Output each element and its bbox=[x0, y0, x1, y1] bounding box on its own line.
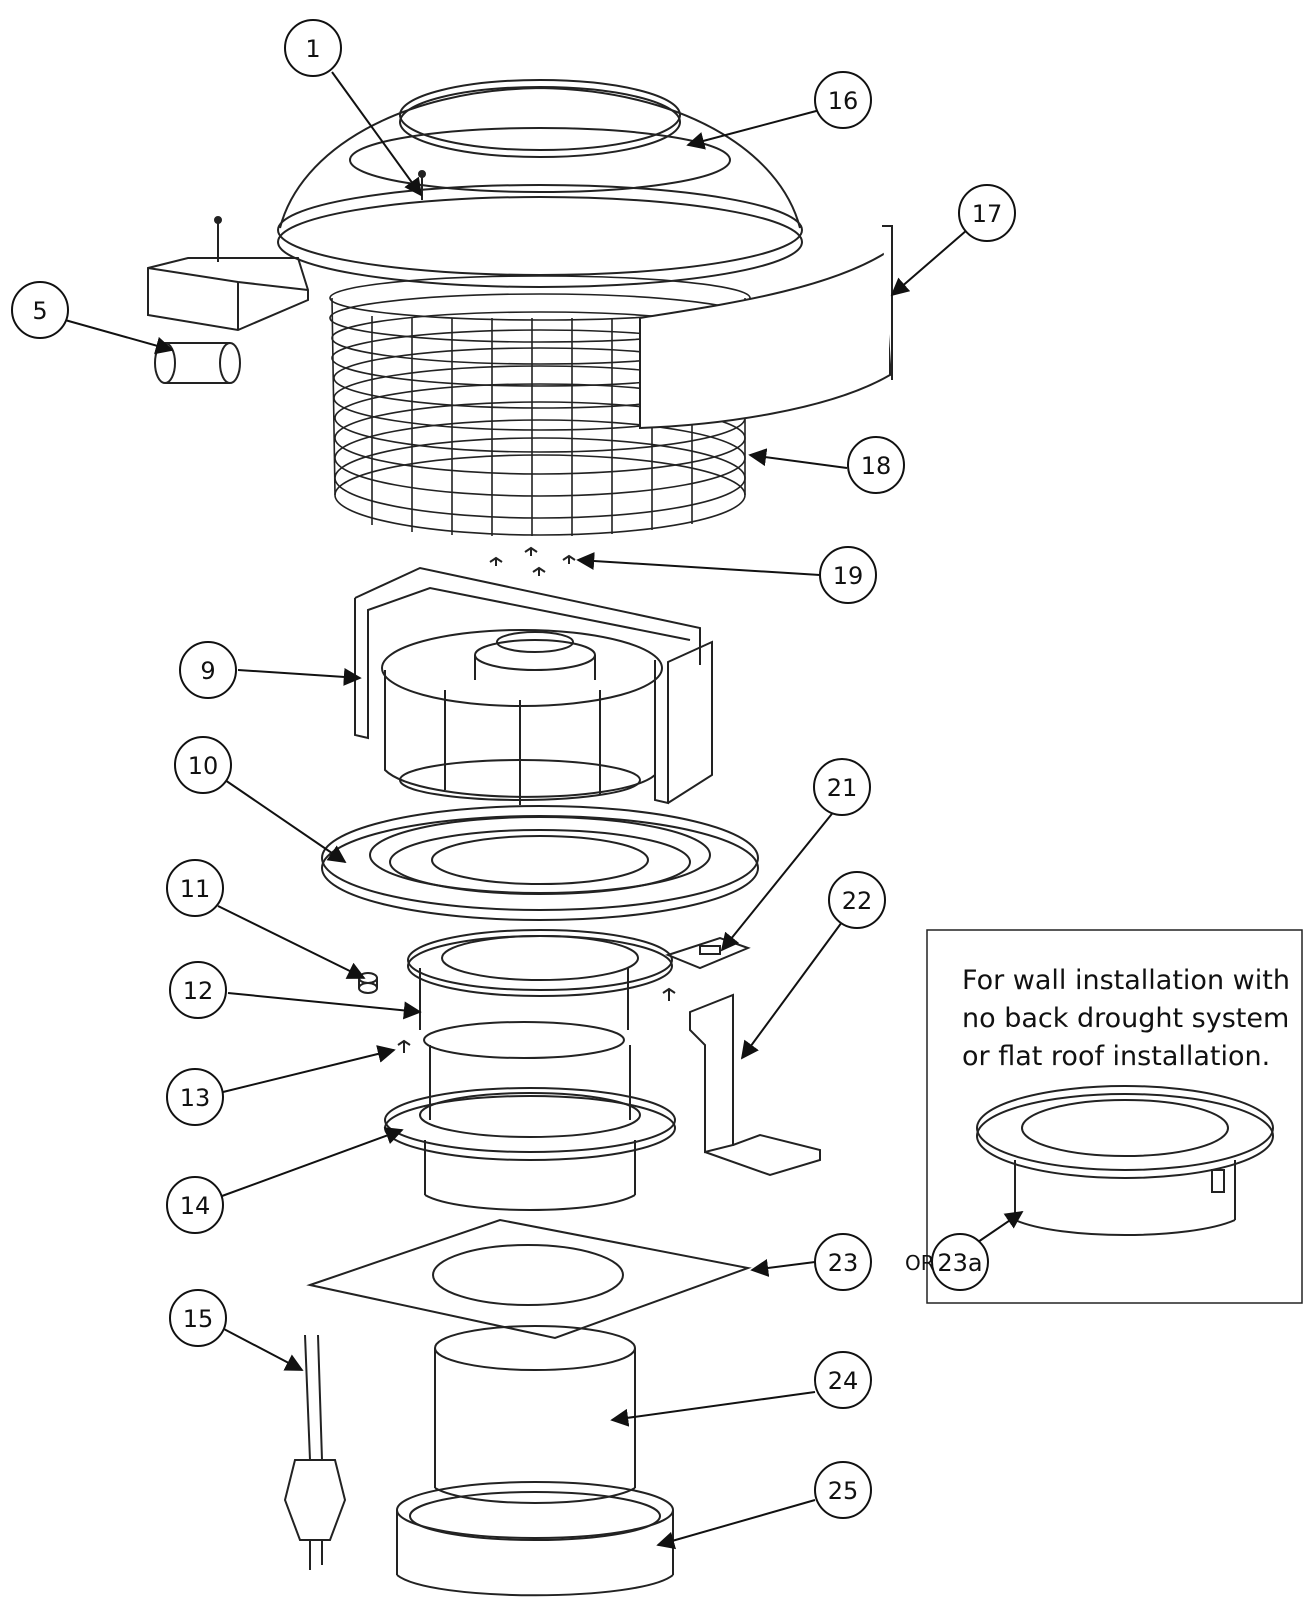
leader-12 bbox=[227, 992, 422, 1020]
leader-19 bbox=[576, 552, 821, 576]
part-22-support-bracket bbox=[689, 993, 821, 1177]
part-10-mounting-plate bbox=[321, 805, 759, 921]
leader-22 bbox=[740, 921, 843, 1060]
part-19-screws bbox=[489, 546, 576, 576]
part-24-duct-sleeve bbox=[434, 1325, 636, 1504]
part-9-fan-assembly bbox=[354, 566, 713, 805]
leader-25 bbox=[656, 1499, 816, 1550]
leader-9 bbox=[237, 667, 362, 686]
callout-25: 25 bbox=[814, 1461, 872, 1519]
part-17-side-panel bbox=[639, 225, 893, 430]
leader-5 bbox=[64, 319, 174, 355]
leader-1 bbox=[331, 71, 423, 197]
callout-label: 24 bbox=[828, 1367, 859, 1395]
callout-12: 12 bbox=[169, 961, 227, 1019]
leader-15 bbox=[221, 1327, 304, 1371]
leader-23 bbox=[750, 1259, 816, 1277]
callout-1: 1 bbox=[284, 19, 342, 77]
callout-11: 11 bbox=[166, 859, 224, 917]
installation-note: For wall installation with no back droug… bbox=[962, 962, 1302, 1076]
part-25-base-ring bbox=[396, 1481, 674, 1597]
leader-lines bbox=[64, 71, 1024, 1550]
callout-label: 18 bbox=[861, 452, 892, 480]
callout-label: 12 bbox=[183, 977, 214, 1005]
callout-19: 19 bbox=[819, 546, 877, 604]
leader-10 bbox=[224, 779, 347, 864]
callout-label: 10 bbox=[188, 752, 219, 780]
callout-10: 10 bbox=[174, 736, 232, 794]
callouts: 1 16 17 5 18 19 9 10 21 11 22 12 13 14 2… bbox=[11, 19, 1016, 1519]
leader-11 bbox=[217, 905, 366, 979]
callout-label: 19 bbox=[833, 562, 864, 590]
part-15-power-cord bbox=[283, 1334, 347, 1570]
callout-16: 16 bbox=[814, 71, 872, 129]
leader-21 bbox=[720, 809, 836, 952]
part-13-screw bbox=[397, 987, 676, 1053]
callout-18: 18 bbox=[847, 436, 905, 494]
callout-label: 17 bbox=[972, 200, 1003, 228]
part-14-base-flange bbox=[384, 1045, 676, 1211]
callout-label: 13 bbox=[180, 1084, 211, 1112]
callout-label: 14 bbox=[180, 1192, 211, 1220]
terminal-box bbox=[147, 216, 309, 332]
leader-18 bbox=[748, 448, 848, 469]
part-23a-alt-flange bbox=[976, 1085, 1274, 1236]
part-16-dome-cover bbox=[277, 79, 803, 288]
callout-5: 5 bbox=[11, 281, 69, 339]
note-line: no back drought system bbox=[962, 1003, 1290, 1034]
note-line: or flat roof installation. bbox=[962, 1041, 1271, 1072]
part-12-collar-flange bbox=[407, 929, 673, 1059]
or-label: OR bbox=[905, 1251, 935, 1275]
callout-23a: 23a bbox=[931, 1233, 989, 1291]
callout-label: 21 bbox=[827, 774, 858, 802]
leader-13 bbox=[222, 1045, 396, 1093]
leader-17 bbox=[890, 229, 968, 297]
callout-label: 5 bbox=[32, 297, 47, 325]
callout-21: 21 bbox=[813, 758, 871, 816]
callout-15: 15 bbox=[169, 1289, 227, 1347]
callout-label: 15 bbox=[183, 1305, 214, 1333]
part-21-tab bbox=[665, 936, 751, 970]
note-box bbox=[926, 929, 1303, 1304]
leader-24 bbox=[610, 1391, 816, 1427]
callout-label: 23 bbox=[828, 1249, 859, 1277]
callout-label: 1 bbox=[305, 35, 320, 63]
part-23-square-plate bbox=[306, 1218, 752, 1340]
callout-23: 23 bbox=[814, 1233, 872, 1291]
callout-14: 14 bbox=[166, 1176, 224, 1234]
callout-label: 9 bbox=[200, 657, 215, 685]
callout-17: 17 bbox=[958, 184, 1016, 242]
callout-24: 24 bbox=[814, 1351, 872, 1409]
leader-16 bbox=[686, 109, 821, 150]
callout-label: 23a bbox=[937, 1249, 982, 1277]
callout-22: 22 bbox=[828, 871, 886, 929]
callout-label: 25 bbox=[828, 1477, 859, 1505]
note-line: For wall installation with bbox=[962, 965, 1290, 996]
leader-23a bbox=[977, 1210, 1024, 1243]
callout-label: 22 bbox=[842, 887, 873, 915]
callout-9: 9 bbox=[179, 641, 237, 699]
callout-label: 11 bbox=[180, 875, 211, 903]
leader-14 bbox=[221, 1127, 404, 1197]
callout-label: 16 bbox=[828, 87, 859, 115]
callout-13: 13 bbox=[166, 1068, 224, 1126]
